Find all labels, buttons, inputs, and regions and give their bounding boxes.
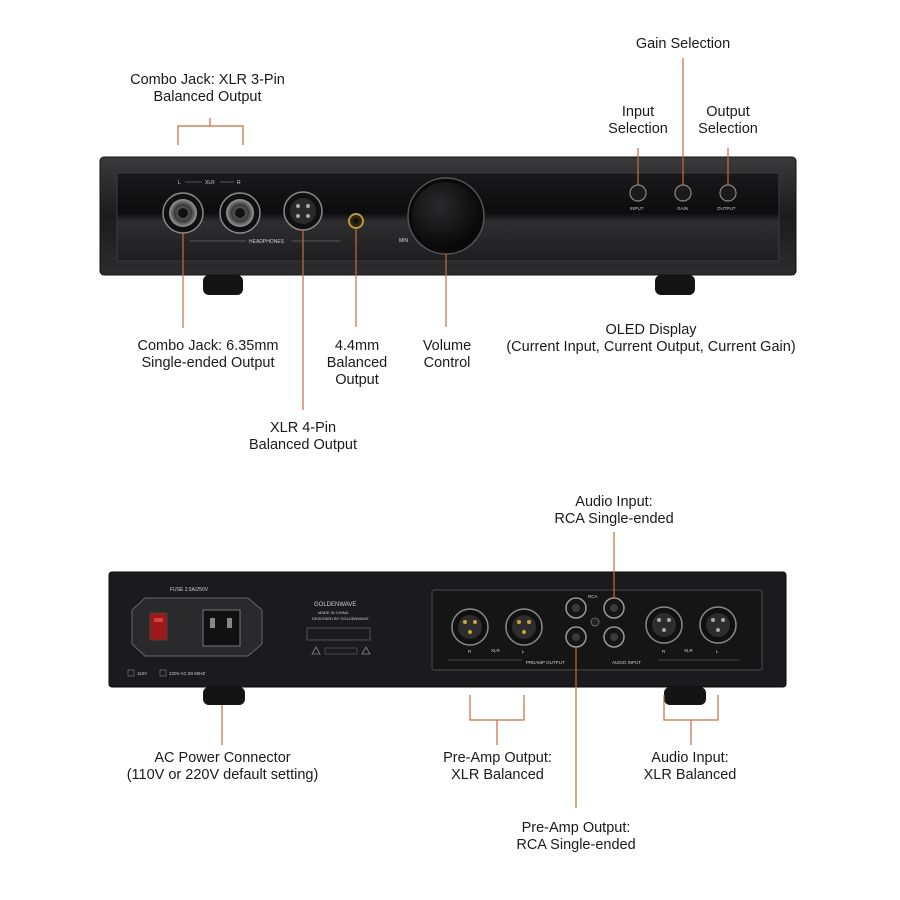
input-button — [629, 184, 647, 202]
preamp-xlr-right — [505, 608, 543, 646]
callout-ac-power: AC Power Connector (110V or 220V default… — [126, 750, 319, 783]
connector-panel — [431, 589, 763, 671]
panel-label-xlr-pre: XLR — [491, 648, 501, 653]
input-xlr-left — [645, 606, 683, 644]
callout-volume-control: Volume Control — [422, 338, 472, 371]
panel-label-headphones: HEADPHONES — [249, 239, 285, 245]
rca-preamp-bottom — [565, 626, 587, 648]
panel-label-input: INPUT — [630, 206, 644, 211]
callout-combo-xlr: Combo Jack: XLR 3-Pin Balanced Output — [130, 72, 285, 105]
output-button — [719, 184, 737, 202]
panel-label-min: MIN — [399, 238, 409, 244]
input-xlr-right — [699, 606, 737, 644]
panel-made: MADE IN CHINA — [318, 610, 349, 615]
rca-input-bottom — [603, 626, 625, 648]
callout-xlr-4pin: XLR 4-Pin Balanced Output — [248, 420, 358, 453]
panel-label-gain: GAIN — [677, 206, 688, 211]
rear-leader-lines — [221, 532, 719, 808]
front-foot-right — [655, 275, 695, 295]
callout-audio-rca: Audio Input: RCA Single-ended — [554, 494, 674, 527]
rear-unit: FUSE 2.5A/250V 110V 220V AC 50 60HZ GOLD… — [108, 571, 787, 705]
combo-jack-left — [162, 192, 204, 234]
power-switch — [149, 612, 168, 641]
callout-input-selection: Input Selection — [608, 104, 668, 137]
rear-foot-left — [203, 687, 245, 705]
panel-brand: GOLDENWAVE — [314, 602, 356, 608]
front-leader-lines — [177, 58, 729, 410]
front-unit: L XLR R HEADPHONES MIN INPUT GAIN OUTPUT — [99, 156, 797, 295]
gain-button — [674, 184, 692, 202]
panel-design: DESIGNED BY GOLDENWAVE — [312, 616, 369, 621]
volume-knob — [407, 177, 485, 255]
panel-label-xlr: XLR — [205, 180, 215, 186]
callout-4-4mm: 4.4mm Balanced Output — [326, 338, 388, 388]
panel-label-audio-input: AUDIO INPUT — [612, 660, 641, 665]
jack-4-4mm — [348, 213, 364, 229]
callout-audio-xlr: Audio Input: XLR Balanced — [643, 750, 737, 783]
power-module — [131, 597, 263, 657]
panel-label-r-in: R — [662, 649, 666, 654]
iec-socket — [202, 609, 241, 647]
rca-preamp-top — [565, 597, 587, 619]
callout-gain-selection: Gain Selection — [635, 36, 731, 52]
panel-label-preamp-output: PREAMP OUTPUT — [526, 660, 565, 665]
combo-jack-right — [219, 192, 261, 234]
panel-label-l-pre: L — [522, 649, 525, 654]
panel-label-l: L — [178, 180, 181, 186]
callout-output-selection: Output Selection — [698, 104, 758, 137]
front-foot-left — [203, 275, 243, 295]
panel-label-220v: 220V AC 50 60HZ — [169, 671, 206, 676]
panel-label-r: R — [237, 180, 241, 186]
xlr-4pin-jack — [283, 191, 323, 231]
callout-combo-635: Combo Jack: 6.35mm Single-ended Output — [137, 338, 279, 371]
panel-label-fuse: FUSE 2.5A/250V — [170, 587, 209, 593]
panel-label-xlr-in: XLR — [684, 648, 694, 653]
panel-label-rca: RCA — [588, 594, 598, 599]
callout-oled-display: OLED Display (Current Input, Current Out… — [506, 322, 796, 355]
rear-foot-right — [664, 687, 706, 705]
callout-preamp-xlr: Pre-Amp Output: XLR Balanced — [443, 750, 552, 783]
panel-label-output: OUTPUT — [717, 206, 736, 211]
panel-label-r-pre: R — [468, 649, 472, 654]
preamp-xlr-left — [451, 608, 489, 646]
panel-label-110v: 110V — [137, 671, 147, 676]
callout-preamp-rca: Pre-Amp Output: RCA Single-ended — [516, 820, 636, 853]
panel-label-l-in: L — [716, 649, 719, 654]
warning-label — [306, 627, 371, 641]
rca-input-top — [603, 597, 625, 619]
